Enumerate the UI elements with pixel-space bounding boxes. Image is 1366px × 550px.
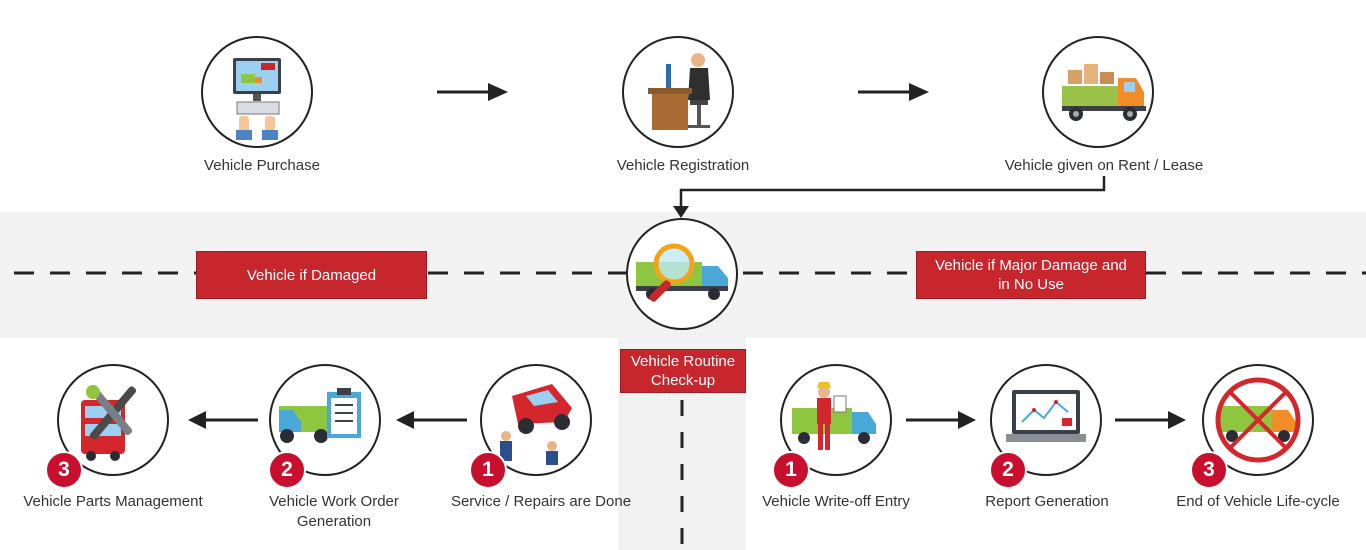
label-vehicle-rent-lease: Vehicle given on Rent / Lease — [1004, 157, 1204, 174]
step-number-left-2: 2 — [268, 451, 306, 489]
label-report-generation: Report Generation — [985, 493, 1109, 510]
arrow-writeoff-to-report — [906, 411, 976, 429]
step-number-right-3: 3 — [1190, 451, 1228, 489]
label-service-repairs: Service / Repairs are Done — [450, 493, 632, 510]
label-parts-management: Vehicle Parts Management — [23, 493, 203, 510]
office-desk-icon — [622, 36, 734, 148]
step-number-right-1: 1 — [772, 451, 810, 489]
step-number-left-3: 3 — [45, 451, 83, 489]
arrow-service-to-workorder — [396, 411, 467, 429]
arrow-rent-to-checkup — [673, 176, 1106, 218]
label-vehicle-registration: Vehicle Registration — [616, 157, 750, 174]
step-number-left-1: 1 — [469, 451, 507, 489]
banner-major-damage: Vehicle if Major Damage and in No Use — [916, 251, 1146, 299]
loaded-truck-icon — [1042, 36, 1154, 148]
arrow-purchase-to-registration — [437, 83, 508, 101]
step-number-right-2: 2 — [989, 451, 1027, 489]
truck-magnifier-icon — [626, 218, 738, 330]
computer-buy-icon — [201, 36, 313, 148]
label-write-off-entry: Vehicle Write-off Entry — [762, 493, 910, 510]
arrow-report-to-end — [1115, 411, 1186, 429]
label-end-of-lifecycle: End of Vehicle Life-cycle — [1176, 493, 1340, 510]
label-vehicle-purchase: Vehicle Purchase — [204, 157, 320, 174]
arrow-registration-to-rent — [858, 83, 929, 101]
banner-vehicle-damaged: Vehicle if Damaged — [196, 251, 427, 299]
banner-routine-checkup: Vehicle Routine Check-up — [620, 349, 746, 393]
arrow-workorder-to-parts — [188, 411, 258, 429]
label-work-order-generation: Vehicle Work Order Generation — [269, 493, 399, 530]
